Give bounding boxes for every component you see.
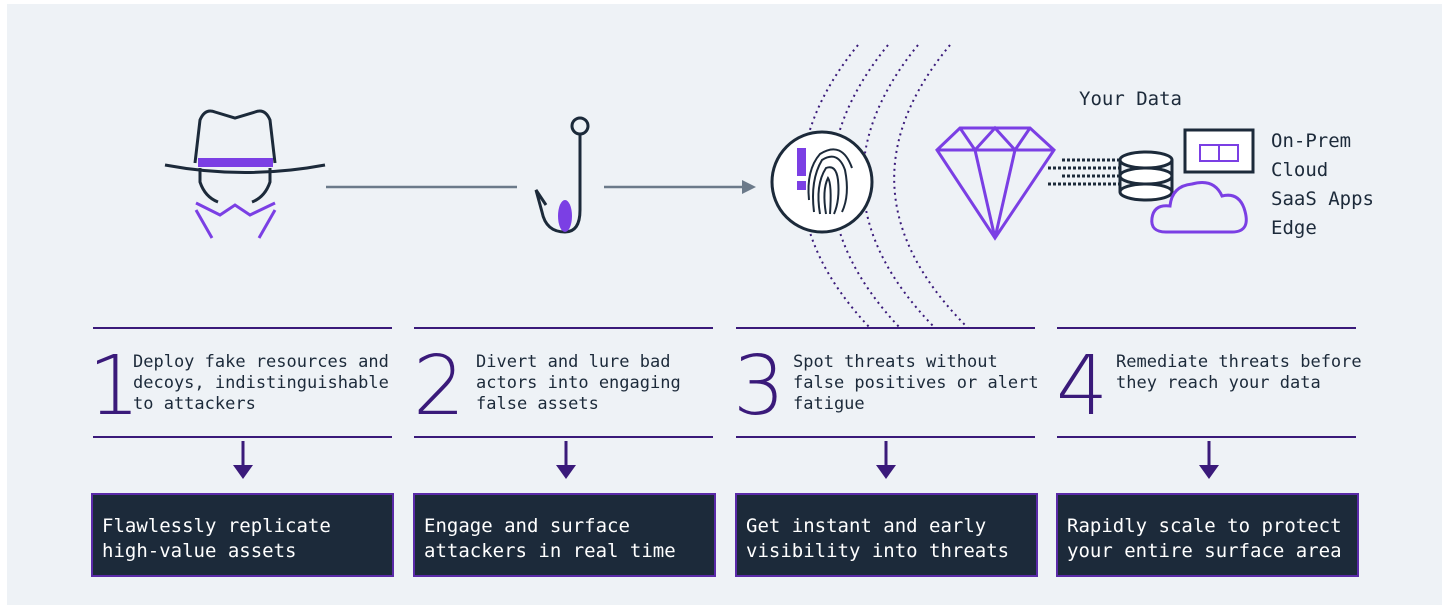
hacker-icon [164, 109, 326, 239]
your-data-label: Your Data [1079, 88, 1182, 110]
step-2-line-1: Divert and lure bad [476, 352, 671, 372]
outcome-4-line-2: your entire surface area [1067, 540, 1342, 562]
gem-icon [935, 125, 1056, 241]
server-icon [1183, 128, 1255, 174]
down-arrows [233, 441, 1219, 479]
step-1-line-1: Deploy fake resources and [133, 352, 389, 372]
step-text-1: Deploy fake resources and decoys, indist… [133, 352, 389, 415]
step-1-line-3: to attackers [133, 394, 256, 414]
outcome-box-1: Flawlessly replicate high-value assets [91, 493, 394, 577]
section-rules [93, 327, 1356, 438]
outcome-text-4: Rapidly scale to protect your entire surf… [1067, 514, 1342, 564]
outcome-3-line-1: Get instant and early [746, 515, 987, 537]
outcome-box-2: Engage and surface attackers in real time [413, 493, 716, 577]
fishing-hook-icon [534, 116, 590, 234]
data-stream-lines [1048, 158, 1120, 186]
step-text-2: Divert and lure bad actors into engaging… [476, 352, 681, 415]
location-on-prem: On-Prem [1271, 130, 1352, 152]
step-1-line-2: decoys, indistinguishable [133, 373, 389, 393]
arrow-head [742, 180, 756, 194]
location-edge: Edge [1271, 217, 1317, 239]
outcome-text-3: Get instant and early visibility into thr… [746, 514, 1009, 564]
outcome-4-line-1: Rapidly scale to protect [1067, 515, 1342, 537]
step-3-line-2: false positives or alert [793, 373, 1039, 393]
outcome-1-line-2: high-value assets [102, 540, 297, 562]
step-3-line-1: Spot threats without [793, 352, 998, 372]
step-4-line-1: Remediate threats before [1116, 352, 1362, 372]
outcome-2-line-1: Engage and surface [424, 515, 630, 537]
outcome-box-4: Rapidly scale to protect your entire surf… [1056, 493, 1359, 577]
cloud-icon [1150, 181, 1248, 234]
outcome-box-3: Get instant and early visibility into thr… [735, 493, 1038, 577]
step-4-line-2: they reach your data [1116, 373, 1321, 393]
step-number-3: 3 [733, 339, 786, 434]
step-number-4: 4 [1056, 339, 1109, 434]
step-2-line-2: actors into engaging [476, 373, 681, 393]
outcome-3-line-2: visibility into threats [746, 540, 1010, 562]
location-saas-apps: SaaS Apps [1271, 188, 1374, 210]
step-3-line-3: fatigue [793, 394, 865, 414]
location-cloud: Cloud [1271, 159, 1329, 181]
step-2-line-3: false assets [476, 394, 599, 414]
step-number-2: 2 [413, 339, 466, 434]
outcome-text-2: Engage and surface attackers in real time [424, 514, 676, 564]
step-number-1: 1 [88, 339, 141, 434]
step-text-3: Spot threats without false positives or … [793, 352, 1039, 415]
fingerprint-alert-icon [770, 130, 874, 234]
outcome-1-line-1: Flawlessly replicate [102, 515, 331, 537]
outcome-text-1: Flawlessly replicate high-value assets [102, 514, 331, 564]
step-text-4: Remediate threats before they reach your… [1116, 352, 1362, 394]
outcome-2-line-2: attackers in real time [424, 540, 676, 562]
database-icon [1118, 150, 1174, 202]
